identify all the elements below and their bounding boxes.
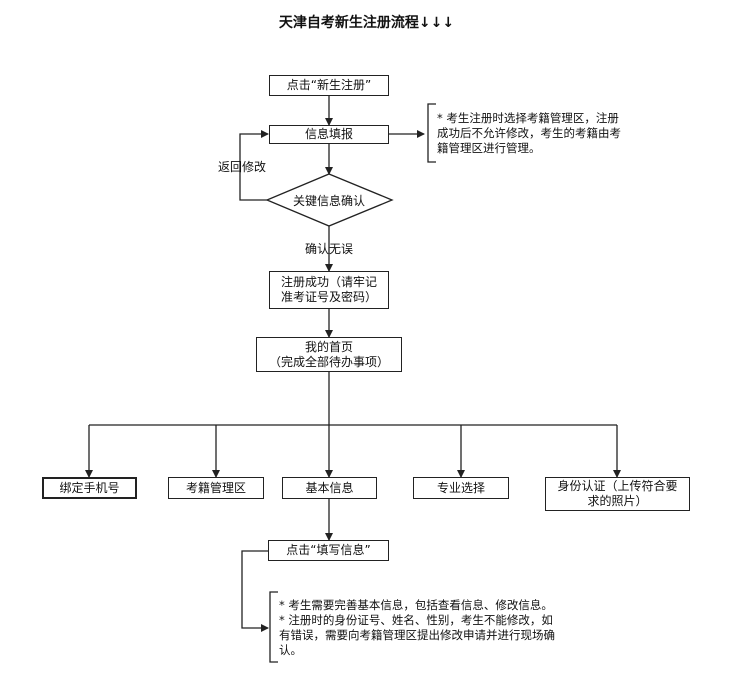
homepage-node: 我的首页 （完成全部待办事项） (256, 337, 402, 372)
info-fill-label: 信息填报 (304, 127, 353, 141)
reg-success-node: 注册成功（请牢记 准考证号及密码） (269, 271, 389, 309)
note2-line4: 认。 (279, 643, 302, 657)
back-modify-label: 返回修改 (218, 160, 267, 174)
note2-line3: 有错误，需要向考籍管理区提出修改申请并进行现场确 (279, 628, 555, 642)
exam-admin-node: 考籍管理区 (168, 477, 264, 499)
note2-line1: * 考生需要完善基本信息，包括查看信息、修改信息。 (279, 598, 553, 612)
note1-line3: 籍管理区进行管理。 (437, 141, 541, 155)
id-verify-node: 身份认证（上传符合要 求的照片） (545, 477, 690, 511)
homepage-line2: （完成全部待办事项） (268, 354, 389, 369)
click-fill-label: 点击“填写信息” (286, 543, 371, 557)
basic-info-label: 基本信息 (305, 480, 354, 495)
bind-phone-node: 绑定手机号 (42, 477, 137, 499)
confirm-ok-label: 确认无误 (305, 242, 354, 256)
id-verify-line2: 求的照片） (587, 494, 648, 508)
arrow-fill-to-note2 (241, 550, 269, 632)
homepage-line1: 我的首页 (304, 339, 353, 354)
note2-bracket (269, 591, 278, 663)
note1-line2: 成功后不允许修改，考生的考籍由考 (437, 126, 621, 140)
click-fill-node: 点击“填写信息” (268, 540, 389, 561)
info-fill-node: 信息填报 (269, 125, 389, 144)
note-basic-info: * 考生需要完善基本信息，包括查看信息、修改信息。 * 注册时的身份证号、姓名、… (279, 598, 589, 658)
major-select-node: 专业选择 (413, 477, 509, 499)
note1-bracket (427, 103, 436, 163)
bind-phone-label: 绑定手机号 (59, 480, 120, 495)
basic-info-node: 基本信息 (282, 477, 377, 499)
note2-line2: * 注册时的身份证号、姓名、性别，考生不能修改，如 (279, 613, 553, 627)
note1-line1: * 考生注册时选择考籍管理区，注册 (437, 111, 619, 125)
click-register-node: 点击“新生注册” (269, 75, 389, 96)
major-select-label: 专业选择 (436, 480, 485, 495)
page-title: 天津自考新生注册流程↓↓↓ (278, 15, 455, 31)
exam-admin-label: 考籍管理区 (185, 480, 246, 495)
click-register-label: 点击“新生注册” (286, 78, 372, 92)
id-verify-line1: 身份认证（上传符合要 (557, 479, 678, 493)
reg-success-line2: 准考证号及密码） (280, 290, 377, 304)
confirm-diamond-label: 关键信息确认 (292, 194, 365, 208)
reg-success-line1: 注册成功（请牢记 (280, 275, 377, 289)
confirm-diamond-shape (265, 173, 394, 227)
arrow-back-modify (239, 130, 269, 201)
note-exam-admin: * 考生注册时选择考籍管理区，注册 成功后不允许修改，考生的考籍由考 籍管理区进… (437, 111, 637, 156)
